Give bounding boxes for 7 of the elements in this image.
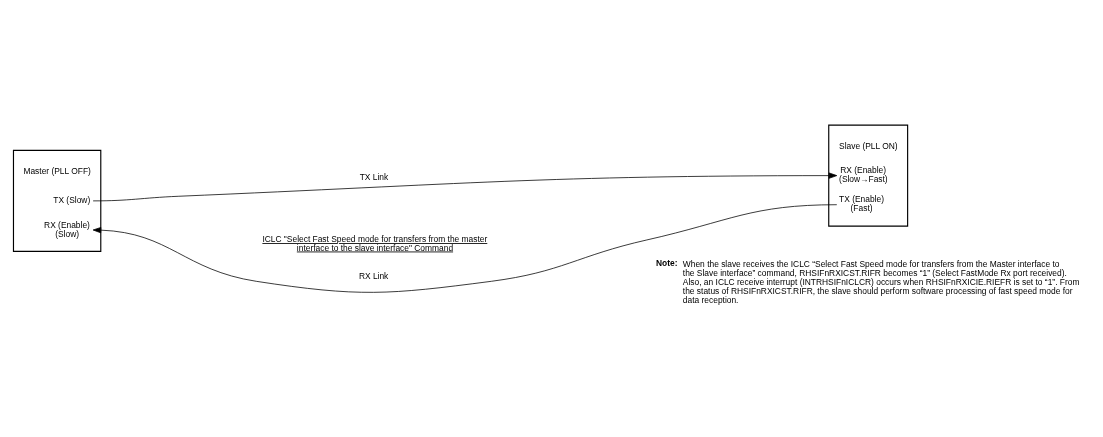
label: ICLC "Select Fast Speed mode for transfers from the master interface to the slave interface" Command [262, 234, 488, 253]
edge-label: RX Link [358, 270, 389, 281]
arrow [92, 172, 838, 202]
label: When the slave receives the ICLC “Select Fast Speed mode for transfers from the Master interface to the Slave interface” command, RHSIFnRXICST.RIFR becomes “1” (Select FastMode Rx port received). Also, an ICLC receive interrupt (INTRHSIFnICLCR) occurs when RHSIFnRXICIE.RIEFR is set to “1”. From the status of RHSIFnRXICST.RIFR, the slave should perform software processing of fast speed mode for data reception. [682, 258, 1080, 306]
arrow [92, 204, 838, 293]
edge-label: TX Link [359, 172, 389, 183]
label: Note: [656, 257, 678, 268]
